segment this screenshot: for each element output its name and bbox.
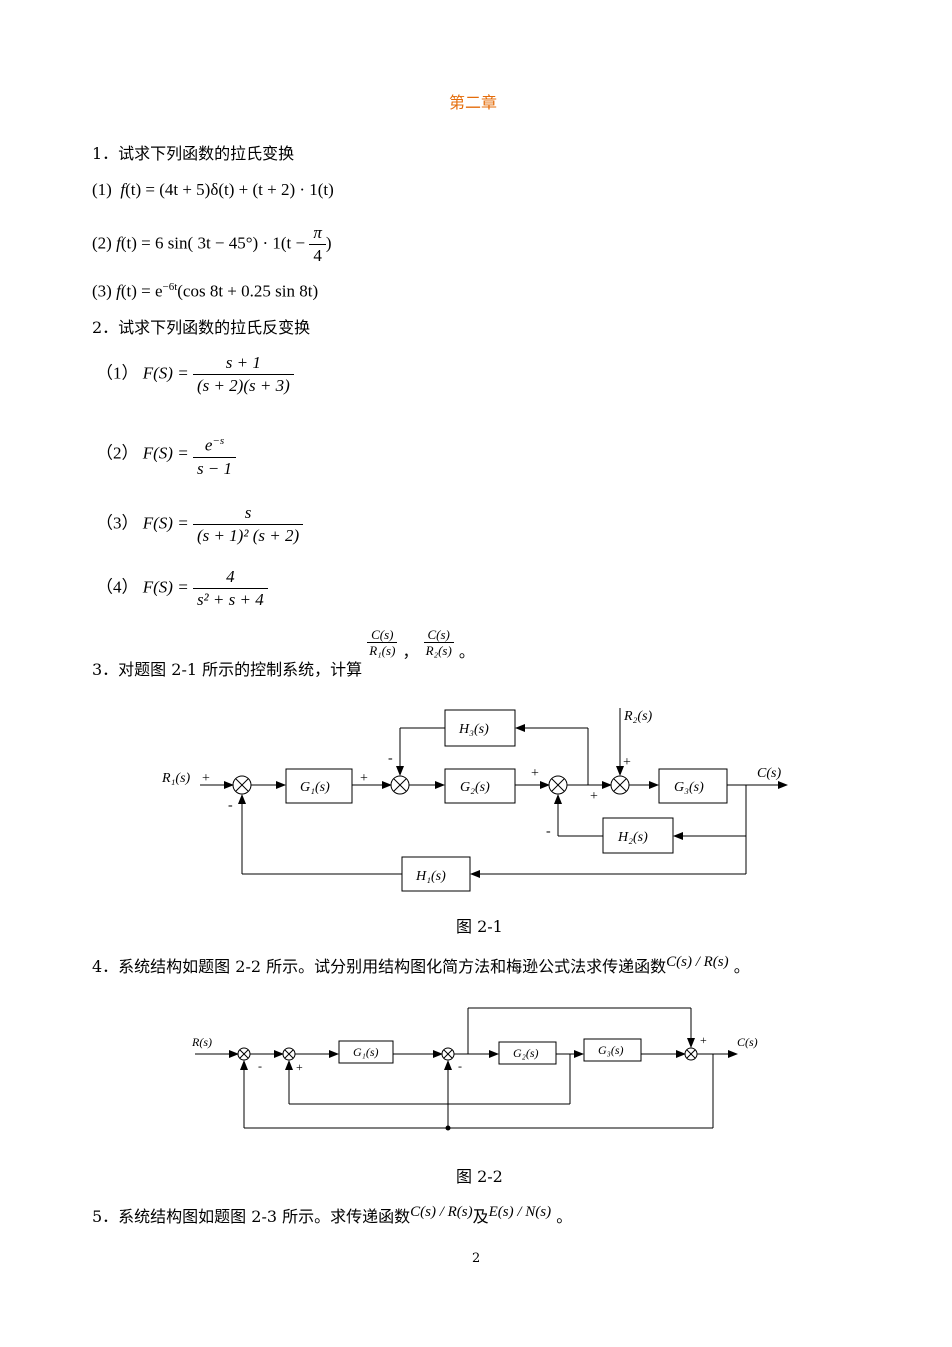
q2-fraction-3: s(s + 1)² (s + 2) — [192, 502, 304, 547]
fig1-h1-label: H₁(s) — [415, 869, 446, 884]
svg-text:+: + — [360, 771, 368, 786]
svg-text:+: + — [296, 1060, 303, 1074]
q3-text: 3．对题图 2-1 所示的控制系统，计算 C(s)R₁(s) ， C(s)R₂(… — [92, 627, 475, 679]
q4-text: 4．系统结构如题图 2-2 所示。试分别用结构图化简方法和梅逊公式法求传递函数C… — [92, 954, 750, 976]
svg-text:-: - — [228, 798, 233, 813]
fig1-h2-label: H₂(s) — [617, 830, 648, 845]
fig1-caption: 图 2-1 — [456, 917, 503, 936]
fig1-c-label: C(s) — [757, 766, 781, 781]
page-number: 2 — [472, 1251, 481, 1266]
q2-fraction-1: s + 1(s + 2)(s + 3) — [192, 352, 294, 397]
q2-item-3: （3） F(S) = s(s + 1)² (s + 2) — [96, 502, 304, 547]
chapter-title: 第二章 — [449, 93, 498, 112]
q1-item-3: (3) f(t) = e−6t(cos 8t + 0.25 sin 8t) — [92, 281, 319, 301]
svg-text:+: + — [623, 755, 631, 770]
q5-text: 5．系统结构图如题图 2-3 所示。求传递函数C(s) / R(s)及E(s) … — [92, 1204, 573, 1226]
svg-text:-: - — [258, 1059, 262, 1073]
branch-point-dot — [445, 1125, 451, 1131]
fig2-c-label: C(s) — [737, 1035, 758, 1049]
q5-transfer-function-1: C(s) / R(s) — [410, 1204, 473, 1220]
svg-text:-: - — [388, 751, 393, 766]
svg-text:-: - — [458, 1059, 462, 1073]
svg-text:+: + — [590, 789, 598, 804]
fig1-r1-label: R₁(s) — [161, 771, 191, 786]
q3-fraction-1: C(s)R₁(s) — [367, 627, 398, 658]
fig2-g1-label: G₁(s) — [353, 1045, 379, 1059]
fig2-g3-label: G₃(s) — [598, 1043, 624, 1057]
svg-text:+: + — [202, 771, 210, 786]
q2-item-1: （1） F(S) = s + 1(s + 2)(s + 3) — [96, 352, 294, 397]
q3-fraction-2: C(s)R₂(s) — [423, 627, 454, 658]
q4-transfer-function: C(s) / R(s) — [666, 954, 729, 970]
q1-item-1: (1) f(t) = (4t + 5)δ(t) + (t + 2) · 1(t) — [92, 180, 334, 199]
fig1-h3-label: H₃(s) — [458, 722, 489, 737]
fig2-r-label: R(s) — [191, 1035, 212, 1049]
svg-text:+: + — [531, 766, 539, 781]
q2-title: 2．试求下列函数的拉氏反变换 — [92, 318, 311, 337]
svg-text:+: + — [700, 1033, 707, 1047]
fig2-caption: 图 2-2 — [456, 1167, 503, 1186]
q1-title: 1．试求下列函数的拉氏变换 — [92, 144, 295, 163]
q5-transfer-function-2: E(s) / N(s) — [488, 1204, 552, 1220]
fig1-g2-label: G₂(s) — [460, 780, 490, 795]
fig1-g1-label: G₁(s) — [300, 780, 330, 795]
fig1-g3-label: G₃(s) — [674, 780, 704, 795]
svg-text:-: - — [546, 824, 551, 839]
fig1-r2-label: R₂(s) — [623, 709, 653, 724]
fig2-g2-label: G₂(s) — [513, 1046, 539, 1060]
